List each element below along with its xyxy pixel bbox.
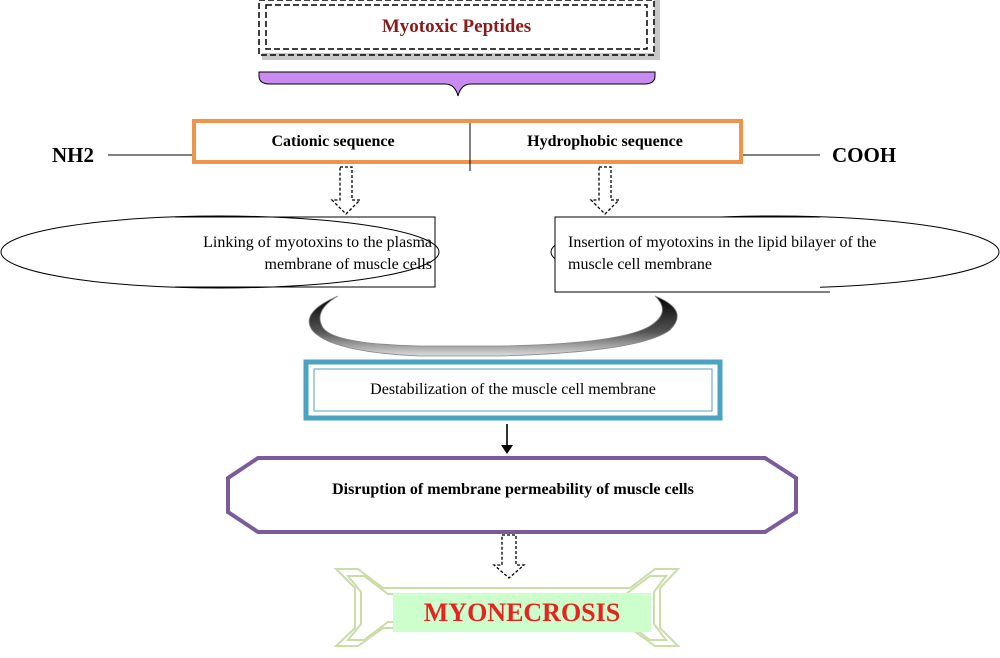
disruption-label: Disruption of membrane permeability of m… — [332, 481, 694, 498]
dashed-arrow-left — [330, 166, 362, 215]
linking-label: Linking of myotoxins to the plasma membr… — [203, 234, 432, 273]
destabilization-label: Destabilization of the muscle cell membr… — [370, 381, 656, 398]
nh2-label: NH2 — [52, 142, 94, 167]
cooh-label: COOH — [832, 142, 897, 167]
title-label: Myotoxic Peptides — [381, 16, 532, 37]
disruption-octagon — [226, 456, 798, 534]
dashed-arrow-right — [589, 166, 621, 215]
hydrophobic-sequence-label: Hydrophobic sequence — [527, 132, 683, 150]
insertion-shape — [550, 215, 1000, 293]
linking-shape — [0, 215, 440, 289]
peptide-sequence-box — [192, 119, 743, 164]
outcome-box — [393, 593, 651, 632]
title-box — [258, 0, 660, 60]
curved-connector — [308, 295, 678, 357]
brace-shape — [258, 71, 656, 97]
insertion-label: Insertion of myotoxins in the lipid bila… — [568, 234, 877, 273]
myonecrosis-label: MYONECROSIS — [423, 597, 621, 627]
cationic-sequence-label: Cationic sequence — [271, 132, 395, 150]
solid-arrow — [501, 424, 513, 454]
destabilization-box — [303, 359, 723, 421]
dashed-arrow-bottom — [492, 534, 526, 579]
